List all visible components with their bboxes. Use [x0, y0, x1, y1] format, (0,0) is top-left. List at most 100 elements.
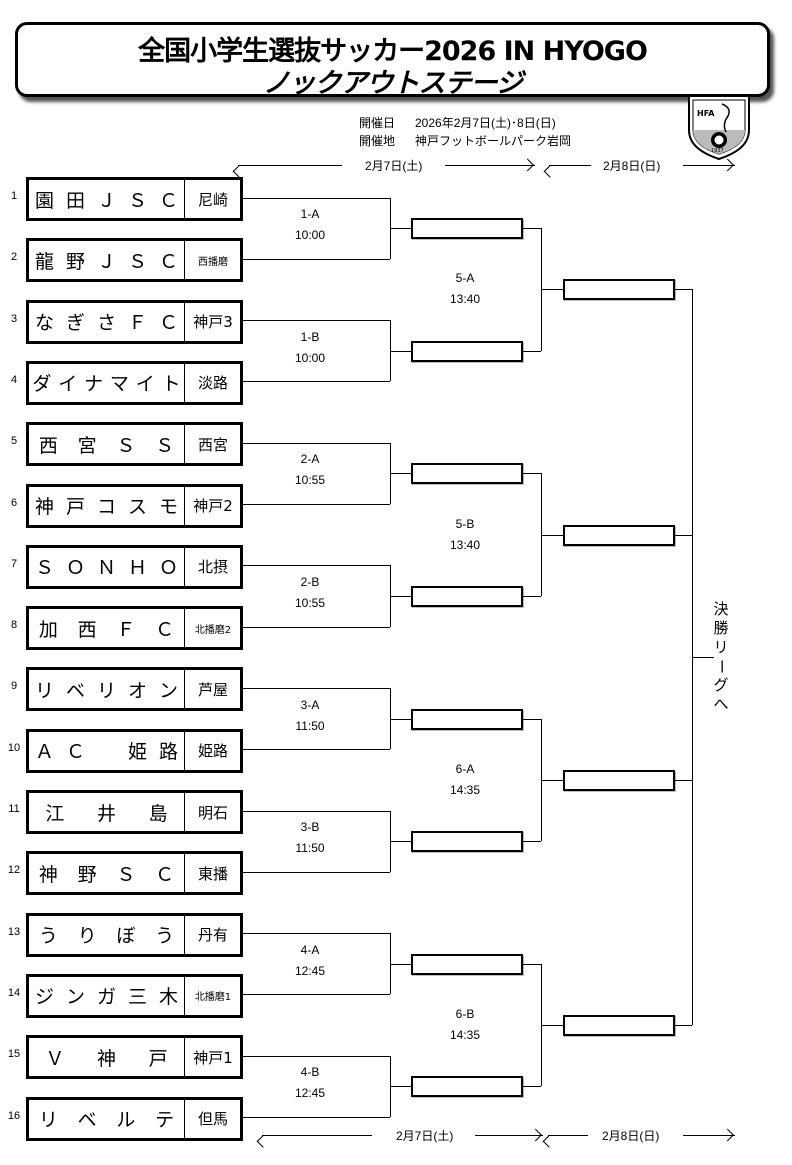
seed-number: 6 [10, 496, 18, 509]
team-name-char: Ｖ [45, 1047, 65, 1070]
bracket-line [240, 381, 390, 383]
winner-slot[interactable] [411, 953, 523, 975]
team-name-char: 西 [77, 618, 97, 641]
venue-label: 開催地 [359, 134, 396, 148]
bracket-line [390, 1055, 391, 1117]
winner-slot[interactable] [411, 1076, 523, 1098]
winner-slot[interactable] [411, 340, 523, 362]
day1-arrow-left [238, 165, 342, 166]
day2-label: 2月8日(日) [603, 159, 661, 173]
bracket-line [240, 320, 390, 322]
winner-slot[interactable] [411, 708, 523, 730]
team-box[interactable]: リベリオン芦屋 [26, 667, 243, 712]
bracket-line [390, 320, 391, 382]
team-region: 尼崎 [184, 180, 241, 218]
team-name-char: Ｓ [155, 434, 175, 457]
seed-number: 11 [8, 803, 20, 815]
team-name-char: 井 [97, 802, 117, 825]
seed-number: 8 [10, 619, 18, 632]
match-time: 12:45 [294, 1086, 326, 1101]
semifinal-winner-slot[interactable] [563, 279, 675, 301]
bracket-line [523, 595, 541, 597]
winner-slot[interactable] [411, 463, 523, 485]
stage-title: ノックアウトステージ [263, 68, 523, 99]
team-name-char: テ [155, 1109, 175, 1131]
seed-number: 3 [10, 312, 18, 325]
team-region: 北播磨1 [184, 976, 241, 1015]
day1-label: 2月7日(土) [396, 1129, 454, 1143]
match-id: 4-A [300, 942, 320, 957]
seed-number: 16 [7, 1109, 21, 1122]
team-box[interactable]: 江井島明石 [26, 790, 243, 834]
venue-value: 神戸フットボールパーク岩岡 [415, 134, 572, 148]
bracket-line [541, 534, 563, 536]
match-id: 1-B [300, 329, 320, 344]
team-box[interactable]: 神戸コスモ神戸2 [26, 483, 243, 528]
team-name-char: う [155, 925, 175, 948]
bracket-line [675, 1025, 692, 1027]
bracket-line [390, 473, 411, 475]
team-name-char: 田 [65, 189, 85, 212]
team-name-char: ト [161, 373, 181, 396]
team-box[interactable]: ダイナマイト淡路 [26, 360, 243, 405]
team-name-char: リ [34, 679, 54, 702]
bracket-line [240, 197, 390, 199]
team-box[interactable]: リベルテ但馬 [26, 1096, 243, 1141]
team-name-char: 西 [38, 434, 58, 457]
day1-arrow-right [475, 1135, 543, 1136]
semifinal-winner-slot[interactable] [563, 1015, 675, 1037]
seed-number: 7 [10, 557, 18, 570]
final-note-char: グ [713, 677, 729, 694]
team-region: 西播磨 [184, 241, 241, 280]
team-name-char: Ｆ [127, 312, 147, 335]
team-name-char: オ [127, 679, 147, 702]
team-name-char: イ [58, 373, 78, 396]
team-box[interactable]: ジンガ三木北播磨1 [26, 973, 243, 1018]
bracket-line [240, 504, 390, 505]
team-name: 江井島 [29, 793, 184, 831]
team-box[interactable]: うりぼう丹有 [26, 912, 243, 957]
day2-arrow-left [549, 165, 591, 166]
team-name-char: コ [96, 496, 116, 518]
final-note-char: 決 [713, 601, 729, 618]
bracket-line [390, 595, 411, 597]
winner-slot[interactable] [411, 831, 523, 853]
bracket-line [240, 442, 390, 444]
match-time: 11:50 [295, 718, 325, 733]
winner-slot[interactable] [411, 218, 523, 240]
match-id: 3-B [300, 820, 320, 835]
team-name-char: Ｃ [158, 250, 178, 273]
match-id: 4-B [300, 1065, 320, 1080]
team-name-char: な [34, 312, 54, 335]
bracket-line [240, 565, 390, 567]
team-name-char: 龍 [34, 250, 54, 273]
team-region: 淡路 [184, 363, 241, 402]
team-region: 丹有 [184, 915, 241, 954]
team-region: 神戸2 [184, 486, 241, 525]
team-name-char: Ｊ [96, 189, 116, 212]
semifinal-winner-slot[interactable] [563, 524, 675, 546]
team-name: 神戸コスモ [29, 487, 184, 525]
team-name-char: 戸 [65, 496, 85, 518]
team-name: うりぼう [29, 916, 184, 954]
team-region: 北播磨2 [184, 609, 241, 648]
team-name-char: ぼ [116, 925, 136, 948]
semifinal-winner-slot[interactable] [563, 769, 675, 791]
match-time: 11:50 [295, 841, 325, 856]
winner-slot[interactable] [411, 585, 523, 607]
bracket-line [675, 779, 692, 781]
